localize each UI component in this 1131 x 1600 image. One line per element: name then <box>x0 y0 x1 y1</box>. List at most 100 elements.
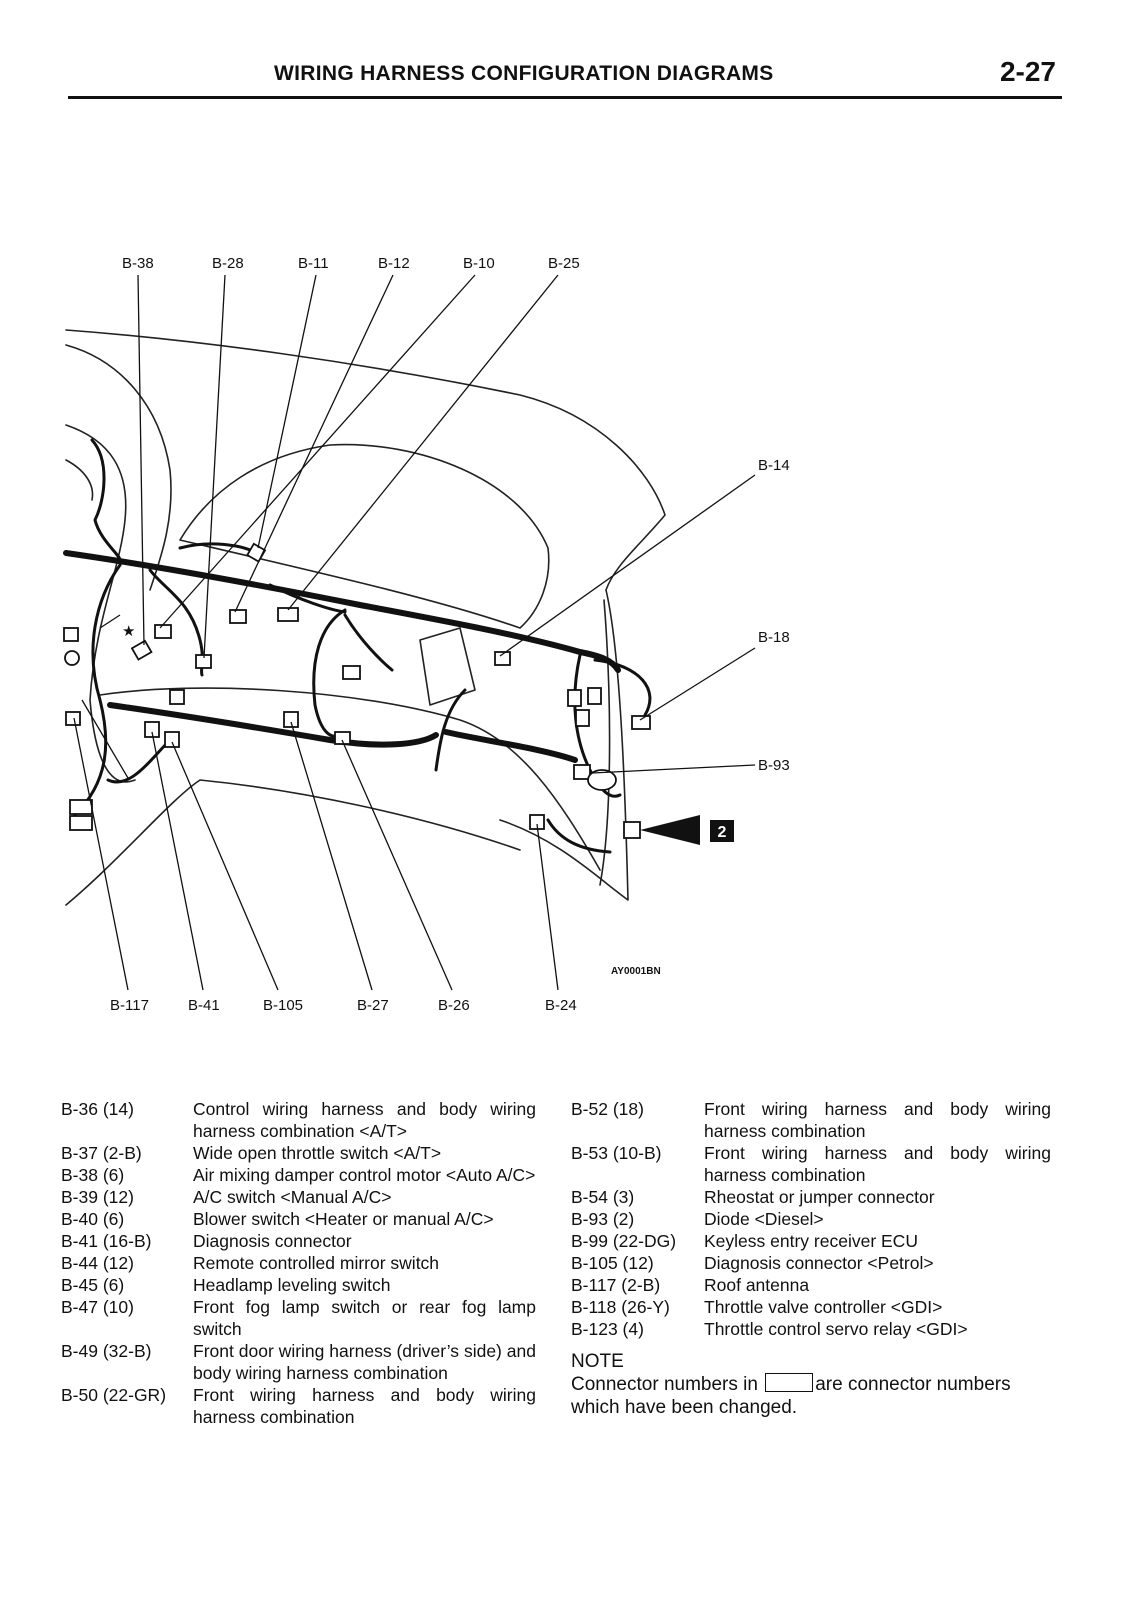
legend-row: B-93 (2) Diode <Diesel> <box>571 1208 1051 1230</box>
legend-row: B-50 (22-GR) Front wiring harness and bo… <box>61 1384 536 1428</box>
connector-code: B-50 (22-GR) <box>61 1385 167 1405</box>
connector-code: B-40 (6) <box>61 1209 125 1229</box>
connector <box>623 821 641 839</box>
connector <box>283 711 299 728</box>
leader-line <box>591 764 756 774</box>
dashboard-upper-curve <box>65 344 172 591</box>
connector <box>575 709 590 727</box>
changed-connector-box-symbol <box>765 1373 814 1392</box>
connector-code: B-117 (2-B) <box>571 1275 661 1295</box>
connector <box>567 689 582 707</box>
connector-code: B-36 (14) <box>61 1099 134 1119</box>
connector-description: Diagnosis connector <Petrol> <box>704 1253 934 1273</box>
branch-harness-3 <box>148 568 204 677</box>
label-b28: B-28 <box>212 255 244 272</box>
page-number: 2-27 <box>999 56 1056 87</box>
connector <box>169 689 185 705</box>
connector-description: Blower switch <Heater or manual A/C> <box>193 1209 494 1229</box>
branch-harness-1 <box>90 438 122 562</box>
label-b18: B-18 <box>758 629 790 646</box>
connector-description: Roof antenna <box>704 1275 810 1295</box>
connector-description: A/C switch <Manual A/C> <box>193 1187 392 1207</box>
branch-harness-8 <box>434 688 467 772</box>
connector-description: Headlamp leveling switch <box>193 1275 391 1295</box>
figure-code: AY0001BN <box>611 966 661 977</box>
leader-line <box>287 274 559 611</box>
legend-row: B-105 (12) Diagnosis connector <Petrol> <box>571 1252 1051 1274</box>
connector <box>334 731 351 745</box>
diode-connector <box>587 769 617 791</box>
leader-line <box>203 274 226 659</box>
label-b25: B-25 <box>548 255 580 272</box>
label-b93: B-93 <box>758 757 790 774</box>
lower-harness-right <box>443 729 578 763</box>
note-block: NOTE Connector numbers in are connector … <box>571 1350 1051 1419</box>
connector-code: B-41 (16-B) <box>61 1231 152 1251</box>
leader-line <box>137 274 145 646</box>
star-symbol: ★ <box>122 622 135 640</box>
leader-line <box>151 731 204 991</box>
view-arrow <box>640 815 700 845</box>
label-b24: B-24 <box>545 997 577 1014</box>
branch-harness-5 <box>268 583 347 614</box>
connector <box>130 639 153 661</box>
branch-harness-6 <box>312 608 347 738</box>
legend-row: B-117 (2-B) Roof antenna <box>571 1274 1051 1296</box>
connector-code: B-53 (10-B) <box>571 1143 662 1163</box>
note-text-after: are connector numbers which have been ch… <box>571 1374 1011 1418</box>
left-vent <box>65 459 94 501</box>
note-text: Connector numbers in are connector numbe… <box>571 1373 1051 1419</box>
legend-row: B-53 (10-B) Front wiring harness and bod… <box>571 1142 1051 1186</box>
lower-harness <box>107 702 439 748</box>
leader-line <box>536 823 559 991</box>
note-heading: NOTE <box>571 1351 624 1372</box>
center-console-lower <box>499 589 629 901</box>
legend-row: B-123 (4) Throttle control servo relay <… <box>571 1318 1051 1340</box>
connector-code: B-38 (6) <box>61 1165 125 1185</box>
dashboard-top-outline <box>65 329 666 591</box>
legend-row: B-39 (12) A/C switch <Manual A/C> <box>61 1186 536 1208</box>
connector-code: B-105 (12) <box>571 1253 654 1273</box>
connector <box>65 711 81 726</box>
connector <box>154 624 172 639</box>
label-b117: B-117 <box>110 997 149 1014</box>
view-marker-box <box>710 820 734 842</box>
connector <box>494 651 511 666</box>
connector-description: Diode <Diesel> <box>704 1209 824 1229</box>
branch-harness-11 <box>546 818 612 854</box>
view-marker-number: 2 <box>718 824 727 841</box>
connector-code: B-45 (6) <box>61 1275 125 1295</box>
connector-code: B-49 (32-B) <box>61 1341 152 1361</box>
connector <box>277 607 299 622</box>
connector-code: B-123 (4) <box>571 1319 644 1339</box>
legend-row: B-47 (10) Front fog lamp switch or rear … <box>61 1296 536 1340</box>
connector-legend-left: B-36 (14) Control wiring harness and bod… <box>61 1098 536 1428</box>
legend-row: B-99 (22-DG) Keyless entry receiver ECU <box>571 1230 1051 1252</box>
leader-line <box>341 739 453 991</box>
connector <box>63 627 79 642</box>
connector <box>69 815 93 831</box>
connector-legend-right: B-52 (18) Front wiring harness and body … <box>571 1098 1051 1419</box>
legend-row: B-37 (2-B) Wide open throttle switch <A/… <box>61 1142 536 1164</box>
legend-row: B-36 (14) Control wiring harness and bod… <box>61 1098 536 1142</box>
connector-description: Control wiring harness and body wiring h… <box>193 1099 536 1141</box>
legend-row: B-118 (26-Y) Throttle valve controller <… <box>571 1296 1051 1318</box>
lower-panel-edge <box>65 779 521 906</box>
legend-row: B-52 (18) Front wiring harness and body … <box>571 1098 1051 1142</box>
legend-row: B-40 (6) Blower switch <Heater or manual… <box>61 1208 536 1230</box>
leader-line <box>499 474 756 657</box>
leader-line <box>171 741 279 991</box>
branch-harness-2 <box>73 563 122 817</box>
connector-code: B-99 (22-DG) <box>571 1231 677 1251</box>
label-b11: B-11 <box>298 255 329 272</box>
connector-code: B-93 (2) <box>571 1209 635 1229</box>
main-harness <box>63 550 621 673</box>
connector-description: Throttle control servo relay <GDI> <box>704 1319 968 1339</box>
leader-line <box>257 274 317 549</box>
label-b12: B-12 <box>378 255 410 272</box>
leader-line <box>99 614 121 629</box>
lower-panel-outline <box>99 687 601 871</box>
leader-line <box>234 274 394 613</box>
connector-description: Rheostat or jumper connector <box>704 1187 935 1207</box>
label-b41: B-41 <box>188 997 220 1014</box>
